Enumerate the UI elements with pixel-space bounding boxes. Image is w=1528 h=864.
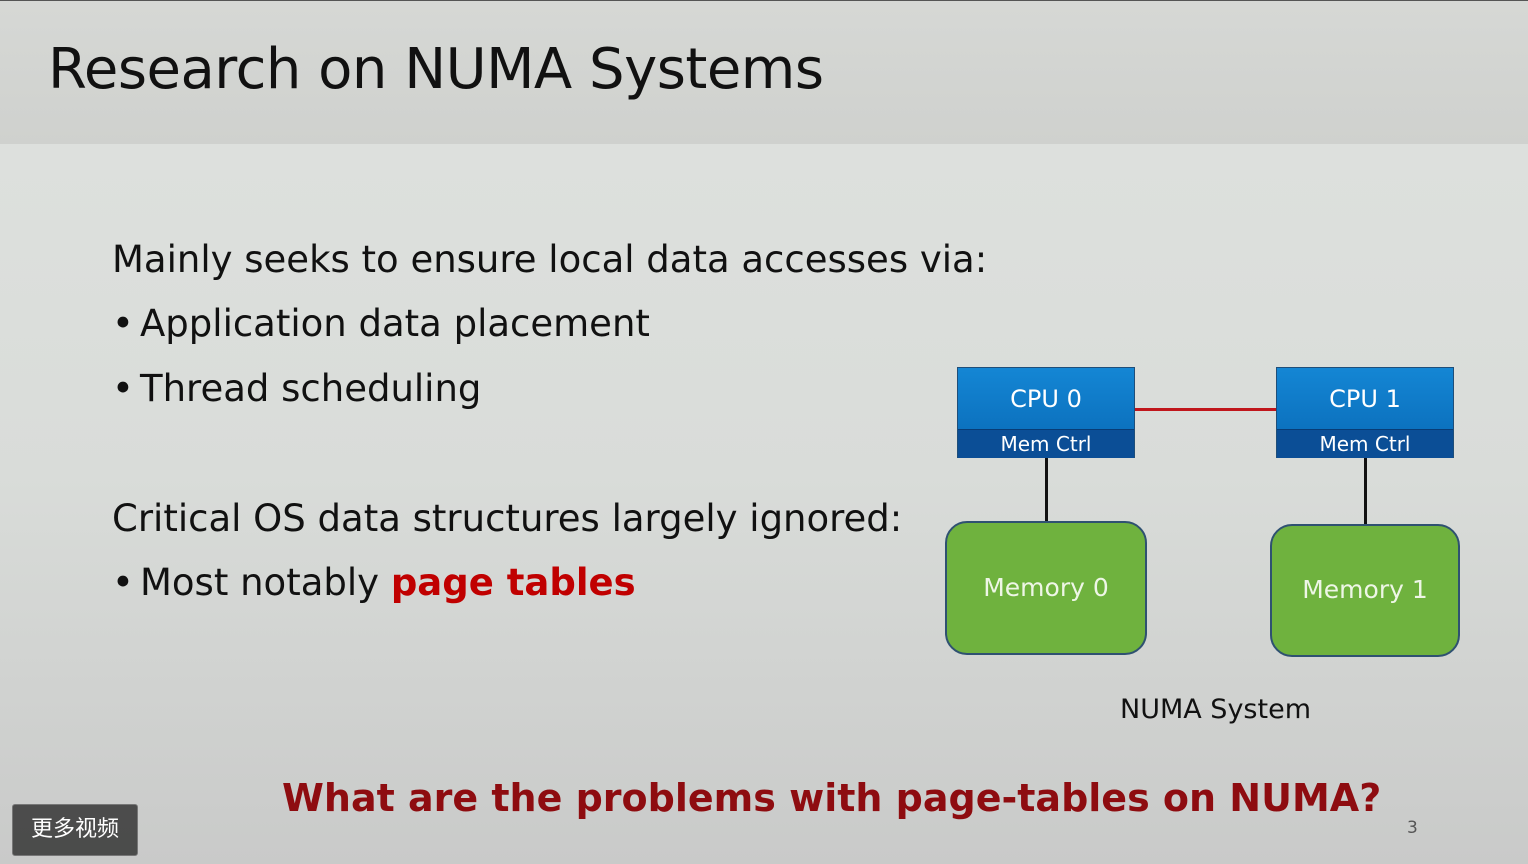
page-tables-highlight: page tables [390,561,636,604]
bullet-text: Application data placement [140,302,650,345]
cpu0-label: CPU 0 [958,368,1134,429]
page-number: 3 [1407,818,1418,838]
bullet-marker: • [112,302,134,345]
cpu1-mem-ctrl: Mem Ctrl [1277,429,1453,458]
cpu0-mem-ctrl: Mem Ctrl [958,429,1134,458]
cpu1-memory-link [1364,458,1367,524]
bullet-text: Thread scheduling [140,367,482,410]
memory1-box: Memory 1 [1270,524,1460,657]
cpu0-box: CPU 0 Mem Ctrl [957,367,1135,458]
critical-text: Critical OS data structures largely igno… [112,497,903,540]
question-text: What are the problems with page-tables o… [282,776,1382,820]
intro-text: Mainly seeks to ensure local data access… [112,238,988,281]
cpu1-label: CPU 1 [1277,368,1453,429]
title-bar: Research on NUMA Systems [0,0,1528,144]
bullet-text: Most notably [140,561,391,604]
cpu1-box: CPU 1 Mem Ctrl [1276,367,1454,458]
bullet-marker: • [112,561,134,604]
bullet-item-scheduling: •Thread scheduling [112,367,481,410]
interconnect-link [1134,408,1276,411]
bullet-item-page-tables: •Most notably page tables [112,561,636,604]
diagram-caption: NUMA System [1120,694,1311,725]
cpu0-memory-link [1045,458,1048,522]
bullet-marker: • [112,367,134,410]
more-videos-button[interactable]: 更多视频 [12,804,138,856]
slide-title: Research on NUMA Systems [48,37,824,102]
bullet-item-placement: •Application data placement [112,302,650,345]
memory0-box: Memory 0 [945,521,1147,655]
